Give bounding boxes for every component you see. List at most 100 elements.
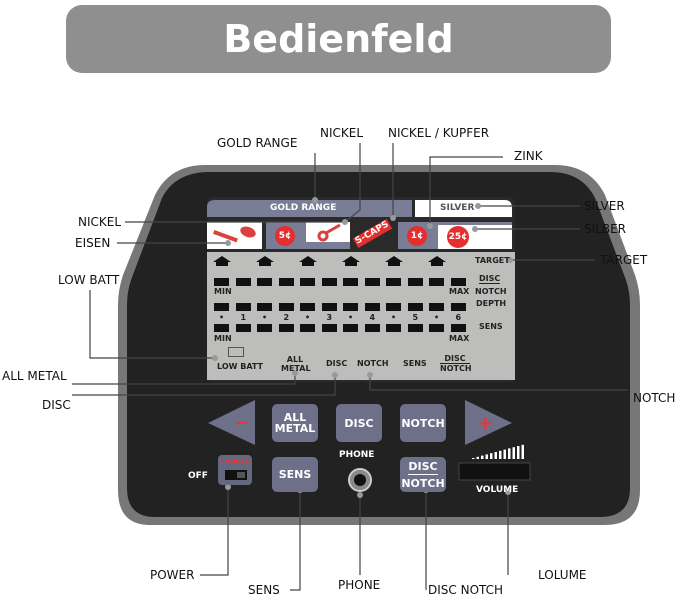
notch-button[interactable]: NOTCH [400,404,446,442]
volume-bar [499,450,502,459]
leader-dots [212,197,513,498]
coin-25c: 25¢ [447,226,469,248]
pulltab-icon [317,223,341,242]
lcd-screen [207,252,515,380]
callout-silver: SILVER [584,199,625,213]
lcd-segment [300,303,315,311]
lcd-segment [321,278,337,286]
volume-bar [485,454,488,459]
scale-dot: • [391,313,397,322]
lcd-segment [257,324,272,332]
gold-range-bar [207,200,412,217]
volume-bar [490,453,493,459]
plus-arrow-button[interactable] [465,400,512,445]
sens-indicator: SENS [403,359,427,368]
lcd-segment [278,278,294,286]
lcd-segment [407,278,423,286]
lcd-segment [386,278,401,286]
callout-nickel-kupfer: NICKEL / KUPFER [388,126,490,140]
lcd-segment [321,324,337,332]
lcd-segment [235,278,251,286]
lcd-segment [235,324,251,332]
lcd-segment [214,278,229,286]
target-arrow-icon [342,256,360,266]
gold-range-label: GOLD RANGE [270,203,337,213]
lcd-segment [343,303,358,311]
callout-disc: DISC [42,398,71,412]
callout-zink: ZINK [514,149,543,163]
volume-bar [508,448,511,459]
callout-disc-notch: DISC NOTCH [428,583,504,597]
lcd-segment [450,278,466,286]
target-arrow-icon [213,256,231,266]
minus-icon: − [235,413,248,432]
min-label-2: MIN [214,334,232,343]
scale-dot: • [434,313,440,322]
scale-number: 4 [369,313,376,322]
lcd-segment [235,303,251,311]
page-title: Bedienfeld [66,5,611,73]
lcd-segment [386,303,401,311]
volume-bar [476,456,479,459]
notch-indicator: NOTCH [357,359,389,368]
volume-bar [503,449,506,459]
lcd-segment [450,303,466,311]
callout-all-metal: ALL METAL [2,369,67,383]
sens-label: SENS [479,322,503,331]
lcd-segment [429,303,444,311]
power-label: POWER [222,458,251,466]
lcd-segment [214,303,229,311]
callout-silber: SILBER [584,222,626,236]
max-label: MAX [449,287,470,296]
off-label: OFF [188,471,208,481]
lcd-segment [257,303,272,311]
lcd-segment [278,324,294,332]
plus-icon: + [478,413,493,434]
disc-button[interactable]: DISC [336,404,382,442]
battery-icon [228,347,244,357]
lcd-segment [407,303,423,311]
scale-number: 2 [283,313,290,322]
target-arrows [213,256,446,266]
minus-arrow-button[interactable] [208,400,255,445]
callout-power: POWER [150,568,195,582]
volume-label: VOLUME [476,485,519,495]
lcd-segment [386,324,401,332]
callout-notch: NOTCH [633,391,676,405]
scale-dot: • [262,313,268,322]
depth-label: DEPTH [476,299,507,308]
volume-wheel[interactable] [458,462,531,481]
lcd-segment [343,278,358,286]
silver-label: SILVER [440,203,475,213]
scale-number: 5 [412,313,419,322]
lcd-segment [214,324,229,332]
callout-gold-range: GOLD RANGE [217,136,298,150]
phone-label: PHONE [339,450,375,460]
scale-dot: • [305,313,311,322]
callout-nickel-left: NICKEL [78,215,122,229]
volume-bar [472,458,475,459]
lcd-segment [429,324,444,332]
callout-target: TARGET [600,253,648,267]
callout-eisen: EISEN [75,236,111,250]
max-label-2: MAX [449,334,470,343]
lcd-segment [407,324,423,332]
scale-dot: • [348,313,354,322]
min-label: MIN [214,287,232,296]
silver-bar [415,200,512,217]
lcd-segment [300,324,315,332]
scale-dot: • [219,313,225,322]
lcd-segment [429,278,444,286]
volume-bar [517,446,520,459]
lcd-segment [278,303,294,311]
lcd-segment [343,324,358,332]
sens-button[interactable]: SENS [272,457,318,492]
lcd-segment [450,324,466,332]
coin-5c: 5¢ [275,226,295,246]
lcd-segment [364,324,380,332]
iron-icon [213,226,256,243]
